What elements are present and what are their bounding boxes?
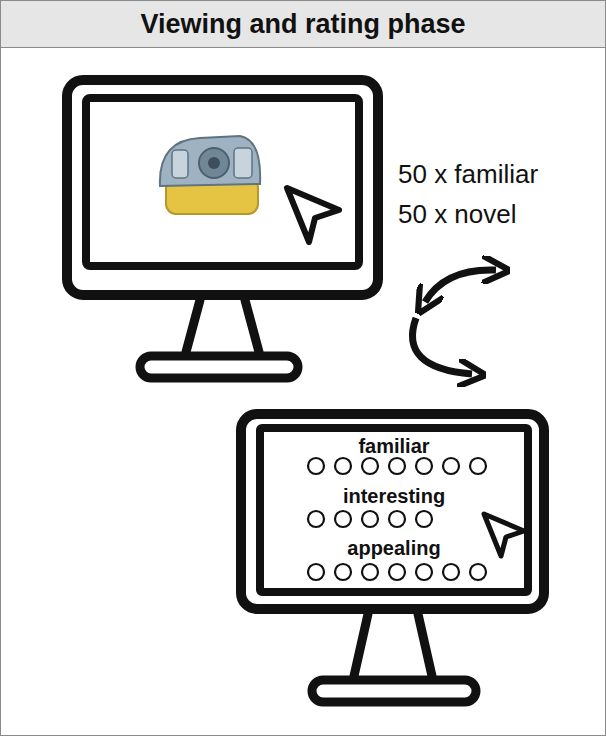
monitor-frame — [241, 414, 544, 609]
rating-option — [335, 458, 351, 474]
monitor-neck — [418, 614, 432, 676]
trial-count: 50 x novel — [398, 200, 517, 229]
rating-option — [389, 458, 405, 474]
rating-option — [470, 564, 486, 580]
title-bar: Viewing and rating phase — [0, 0, 606, 48]
cage-picture — [160, 136, 260, 214]
cage-top — [160, 136, 260, 186]
rating-option — [443, 458, 459, 474]
monitor-base — [312, 680, 476, 702]
monitor-screen — [86, 98, 359, 266]
monitor-frame — [67, 80, 378, 295]
scale-label: familiar — [264, 436, 524, 456]
rating-screen: familiar interesting appealing — [256, 424, 532, 596]
scale-label: interesting — [264, 486, 524, 506]
rating-option — [362, 564, 378, 580]
title: Viewing and rating phase — [140, 9, 465, 40]
monitor-neck — [186, 300, 200, 352]
cage-hole-inner — [208, 157, 220, 169]
rating-option — [362, 458, 378, 474]
cage-hole — [199, 148, 229, 178]
rating-option — [416, 458, 432, 474]
rating-option — [470, 458, 486, 474]
monitor-neck — [245, 300, 259, 352]
trial-count: 50 x familiar — [398, 160, 538, 189]
mouse-cursor — [484, 514, 524, 556]
rating-option — [389, 564, 405, 580]
cycle-arrow — [425, 270, 496, 302]
rating-option — [308, 511, 324, 527]
mouse-cursor — [287, 188, 339, 242]
rating-option — [308, 564, 324, 580]
rating-option — [443, 564, 459, 580]
scale-label: appealing — [264, 538, 524, 558]
rating-option — [308, 458, 324, 474]
rating-option — [362, 511, 378, 527]
rating-option — [335, 511, 351, 527]
rating-option — [389, 511, 405, 527]
rating-option — [335, 564, 351, 580]
monitor-base — [140, 356, 298, 378]
rating-option — [416, 511, 432, 527]
cage-door — [172, 150, 188, 178]
cage-door — [234, 148, 252, 178]
rating-option — [416, 564, 432, 580]
cycle-arrow — [412, 318, 472, 374]
monitor-neck — [354, 614, 368, 676]
rating-scales — [308, 458, 486, 580]
